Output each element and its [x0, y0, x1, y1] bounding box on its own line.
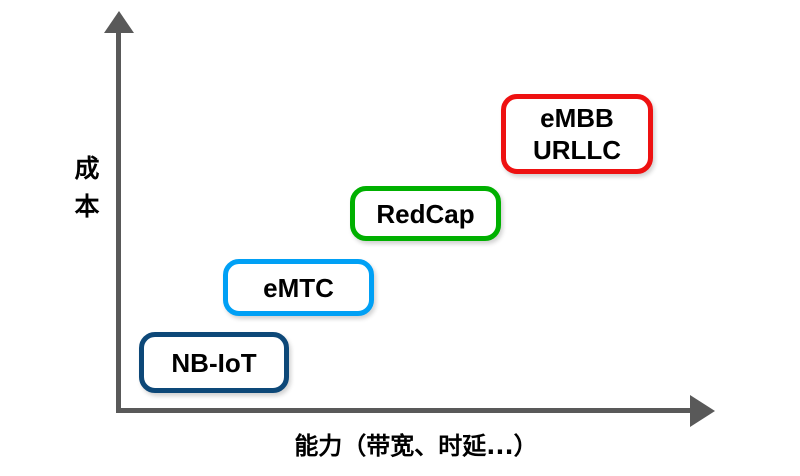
- y-axis-line: [116, 30, 121, 413]
- y-axis-label: 成 本: [74, 154, 100, 221]
- x-axis-label: 能力（带宽、时延...）: [294, 432, 538, 460]
- x-axis-line: [116, 408, 692, 413]
- step-box-embb-urllc[interactable]: eMBB URLLC: [501, 94, 653, 174]
- step-box-emtc[interactable]: eMTC: [223, 259, 374, 316]
- step-box-label: RedCap: [376, 198, 475, 229]
- arrow-right-icon: [690, 395, 715, 427]
- step-box-nb-iot[interactable]: NB-IoT: [139, 332, 289, 393]
- step-box-label: eMBB URLLC: [532, 103, 622, 165]
- arrow-up-icon: [104, 11, 134, 33]
- step-box-label: NB-IoT: [171, 347, 257, 378]
- step-box-label: eMTC: [263, 272, 334, 303]
- step-box-redcap[interactable]: RedCap: [350, 186, 501, 241]
